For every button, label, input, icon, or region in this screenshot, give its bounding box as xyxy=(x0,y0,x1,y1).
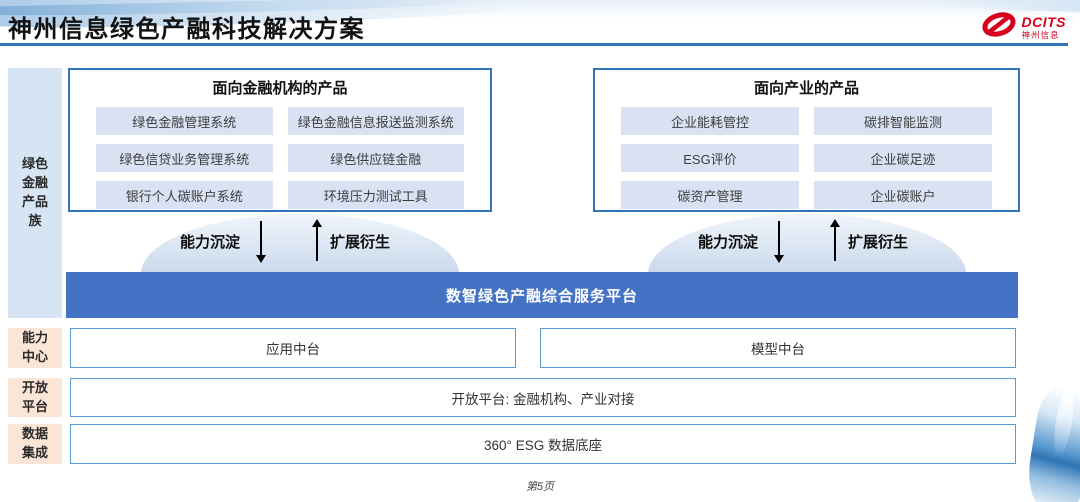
product-item: 绿色金融信息报送监测系统 xyxy=(287,107,464,135)
capability-sink-label: 能力沉淀 xyxy=(698,233,759,251)
sidebar-label-capability-center: 能力 中心 xyxy=(8,328,62,368)
page-number: 第5页 xyxy=(525,481,555,493)
industry-box-grid: 企业能耗管控 碳排智能监测 ESG评价 企业碳足迹 碳资产管理 企业碳账户 xyxy=(595,98,1018,209)
logo-subtitle: 神州信息 xyxy=(1021,29,1060,40)
finance-products-box: 面向金融机构的产品 绿色金融管理系统 绿色金融信息报送监测系统 绿色信贷业务管理… xyxy=(68,68,492,212)
product-item: 企业碳账户 xyxy=(814,181,992,209)
product-item: ESG评价 xyxy=(621,144,799,172)
product-item: 银行个人碳账户系统 xyxy=(96,181,273,209)
model-middle-platform-box: 模型中台 xyxy=(540,328,1016,368)
page-title: 神州信息绿色产融科技解决方案 xyxy=(8,16,365,43)
expand-derive-label: 扩展衍生 xyxy=(330,233,391,251)
sidebar-label-open-platform: 开放 平台 xyxy=(8,378,62,417)
logo-name: DCITS xyxy=(1021,13,1066,30)
platform-banner-label: 数智绿色产融综合服务平台 xyxy=(445,287,638,305)
header-rule xyxy=(0,43,1068,46)
finance-box-grid: 绿色金融管理系统 绿色金融信息报送监测系统 绿色信贷业务管理系统 绿色供应链金融… xyxy=(70,98,490,209)
arrow-down-icon xyxy=(773,221,784,263)
product-item: 企业能耗管控 xyxy=(621,107,799,135)
product-item: 碳资产管理 xyxy=(621,181,799,209)
arrow-group-left: 能力沉淀 扩展衍生 xyxy=(180,218,390,264)
expand-derive-label: 扩展衍生 xyxy=(848,233,909,251)
arrow-up-icon xyxy=(311,219,322,261)
dcits-logo: DCITS 神州信息 xyxy=(981,11,1067,43)
industry-products-box: 面向产业的产品 企业能耗管控 碳排智能监测 ESG评价 企业碳足迹 碳资产管理 … xyxy=(593,68,1020,212)
finance-box-title: 面向金融机构的产品 xyxy=(212,80,348,97)
esg-data-base-box: 360° ESG 数据底座 xyxy=(70,424,1016,464)
product-item: 碳排智能监测 xyxy=(814,107,992,135)
capability-sink-label: 能力沉淀 xyxy=(180,233,241,251)
arrow-up-icon xyxy=(829,219,840,261)
arrow-group-right: 能力沉淀 扩展衍生 xyxy=(698,218,908,264)
product-item: 环境压力测试工具 xyxy=(287,181,464,209)
application-middle-platform-box: 应用中台 xyxy=(70,328,516,368)
product-item: 企业碳足迹 xyxy=(814,144,992,172)
product-item: 绿色供应链金融 xyxy=(287,144,464,172)
industry-box-title: 面向产业的产品 xyxy=(753,80,859,97)
platform-banner: 数智绿色产融综合服务平台 xyxy=(66,272,1018,318)
open-platform-box: 开放平台: 金融机构、产业对接 xyxy=(70,378,1016,417)
dcits-swoosh-icon xyxy=(981,11,1017,43)
arrow-down-icon xyxy=(255,221,266,263)
product-item: 绿色金融管理系统 xyxy=(96,107,273,135)
sidebar-label-data-integration: 数据 集成 xyxy=(8,424,62,464)
sidebar-label-product-family: 绿色 金融 产品 族 xyxy=(8,68,62,318)
product-item: 绿色信贷业务管理系统 xyxy=(96,144,273,172)
